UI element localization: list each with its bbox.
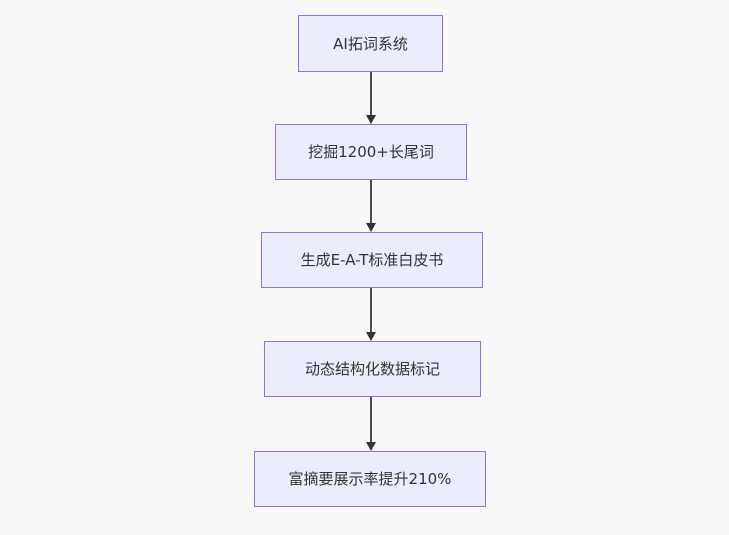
flow-node-5: 富摘要展示率提升210% <box>254 451 486 507</box>
flow-node-1: AI拓词系统 <box>298 15 443 72</box>
flow-node-2: 挖掘1200+长尾词 <box>275 124 467 180</box>
flow-node-1-label: AI拓词系统 <box>333 34 408 53</box>
flow-node-3: 生成E-A-T标准白皮书 <box>261 232 483 288</box>
arrow-line <box>370 397 372 442</box>
flow-arrow-3 <box>366 288 376 341</box>
flow-arrow-2 <box>366 180 376 232</box>
arrowhead-down-icon <box>366 442 376 451</box>
flow-node-4: 动态结构化数据标记 <box>264 341 481 397</box>
flow-node-4-label: 动态结构化数据标记 <box>304 360 440 378</box>
arrowhead-down-icon <box>366 223 376 232</box>
arrow-line <box>370 288 372 332</box>
arrowhead-down-icon <box>366 115 376 124</box>
arrowhead-down-icon <box>366 332 376 341</box>
flow-node-5-label: 富摘要展示率提升210% <box>288 470 452 488</box>
flow-node-2-label: 挖掘1200+长尾词 <box>308 143 434 161</box>
flow-arrow-1 <box>366 72 376 124</box>
flow-arrow-4 <box>366 397 376 451</box>
flow-node-3-label: 生成E-A-T标准白皮书 <box>300 251 444 269</box>
arrow-line <box>370 72 372 115</box>
arrow-line <box>370 180 372 223</box>
